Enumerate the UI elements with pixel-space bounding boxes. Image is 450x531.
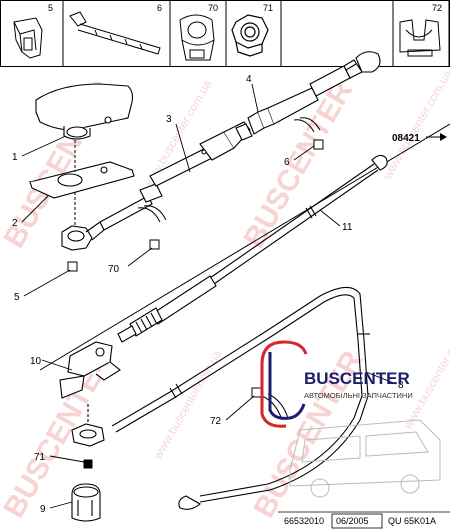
footer-code: QU 65K01A [388,516,436,526]
callout-6: 6 [284,157,290,168]
callout-3: 3 [166,114,172,125]
hose-11 [209,154,388,285]
callout-8: 8 [398,380,404,391]
seal-plate [28,161,135,199]
callout-9: 9 [40,504,46,515]
cable-tie-icon [69,11,161,55]
logo-stem-red [260,364,287,428]
hose-8 [111,286,370,510]
callout-4: 4 [246,74,252,85]
hose-end-upper [309,51,381,97]
logo-arc-red [260,340,308,365]
square-marker-6 [313,139,324,150]
logo-tagline: АВТОМОБІЛЬНІ ЗАПЧАСТИНИ [304,391,413,400]
callout-2: 2 [12,218,18,229]
callout-11: 11 [342,222,353,233]
clip-icon [13,17,43,59]
jet-nozzle-9 [71,483,101,522]
square-marker-5 [67,261,78,272]
callout-72: 72 [210,416,222,427]
logo-arc-blue [268,352,306,420]
footer: 66532010 06/2005 QU 65K01A [278,511,450,529]
logo-name: BUSCENTER [304,369,410,388]
watermark-url-2: www.buscenter.com.ua [380,67,450,182]
washer-jet-cap [35,83,134,140]
footer-date-box [331,513,383,529]
hose-holder-icon [399,19,441,57]
callout-10: 10 [30,356,42,367]
callout-70: 70 [108,264,120,275]
callout-71: 71 [34,452,46,463]
buscenter-logo: BUSCENTER АВТОМОБІЛЬНІ ЗАПЧАСТИНИ [260,340,413,428]
header-strip [0,0,450,67]
clamp-icon [179,14,215,61]
jet-nut [61,225,93,251]
section-divider-line [39,123,450,371]
hose-3 [149,121,253,187]
header-ref-6: 6 [157,3,162,13]
square-marker-72 [251,387,262,398]
arrow-ref [440,133,447,141]
washer-jet-10 [59,341,121,399]
callout-5: 5 [14,292,20,303]
jet-clip-lower [71,404,105,447]
square-marker-70 [149,239,160,250]
leader-lines [21,83,444,509]
nut-icon [231,14,269,57]
jet-hose-elbow [85,183,163,241]
square-marker-71 [83,459,93,469]
callout-1: 1 [12,152,18,163]
bus-illustration [289,419,441,498]
header-ref-72: 72 [432,3,442,13]
header-ref-5: 5 [48,3,53,13]
footer-part-no: 66532010 [284,516,324,526]
cut-mark-upper [137,117,321,223]
threaded-tube [117,275,217,343]
diagram-ref-number: 08421 [392,133,420,144]
footer-date: 06/2005 [336,516,369,526]
header-ref-71: 71 [263,3,273,13]
header-ref-70: 70 [208,3,218,13]
